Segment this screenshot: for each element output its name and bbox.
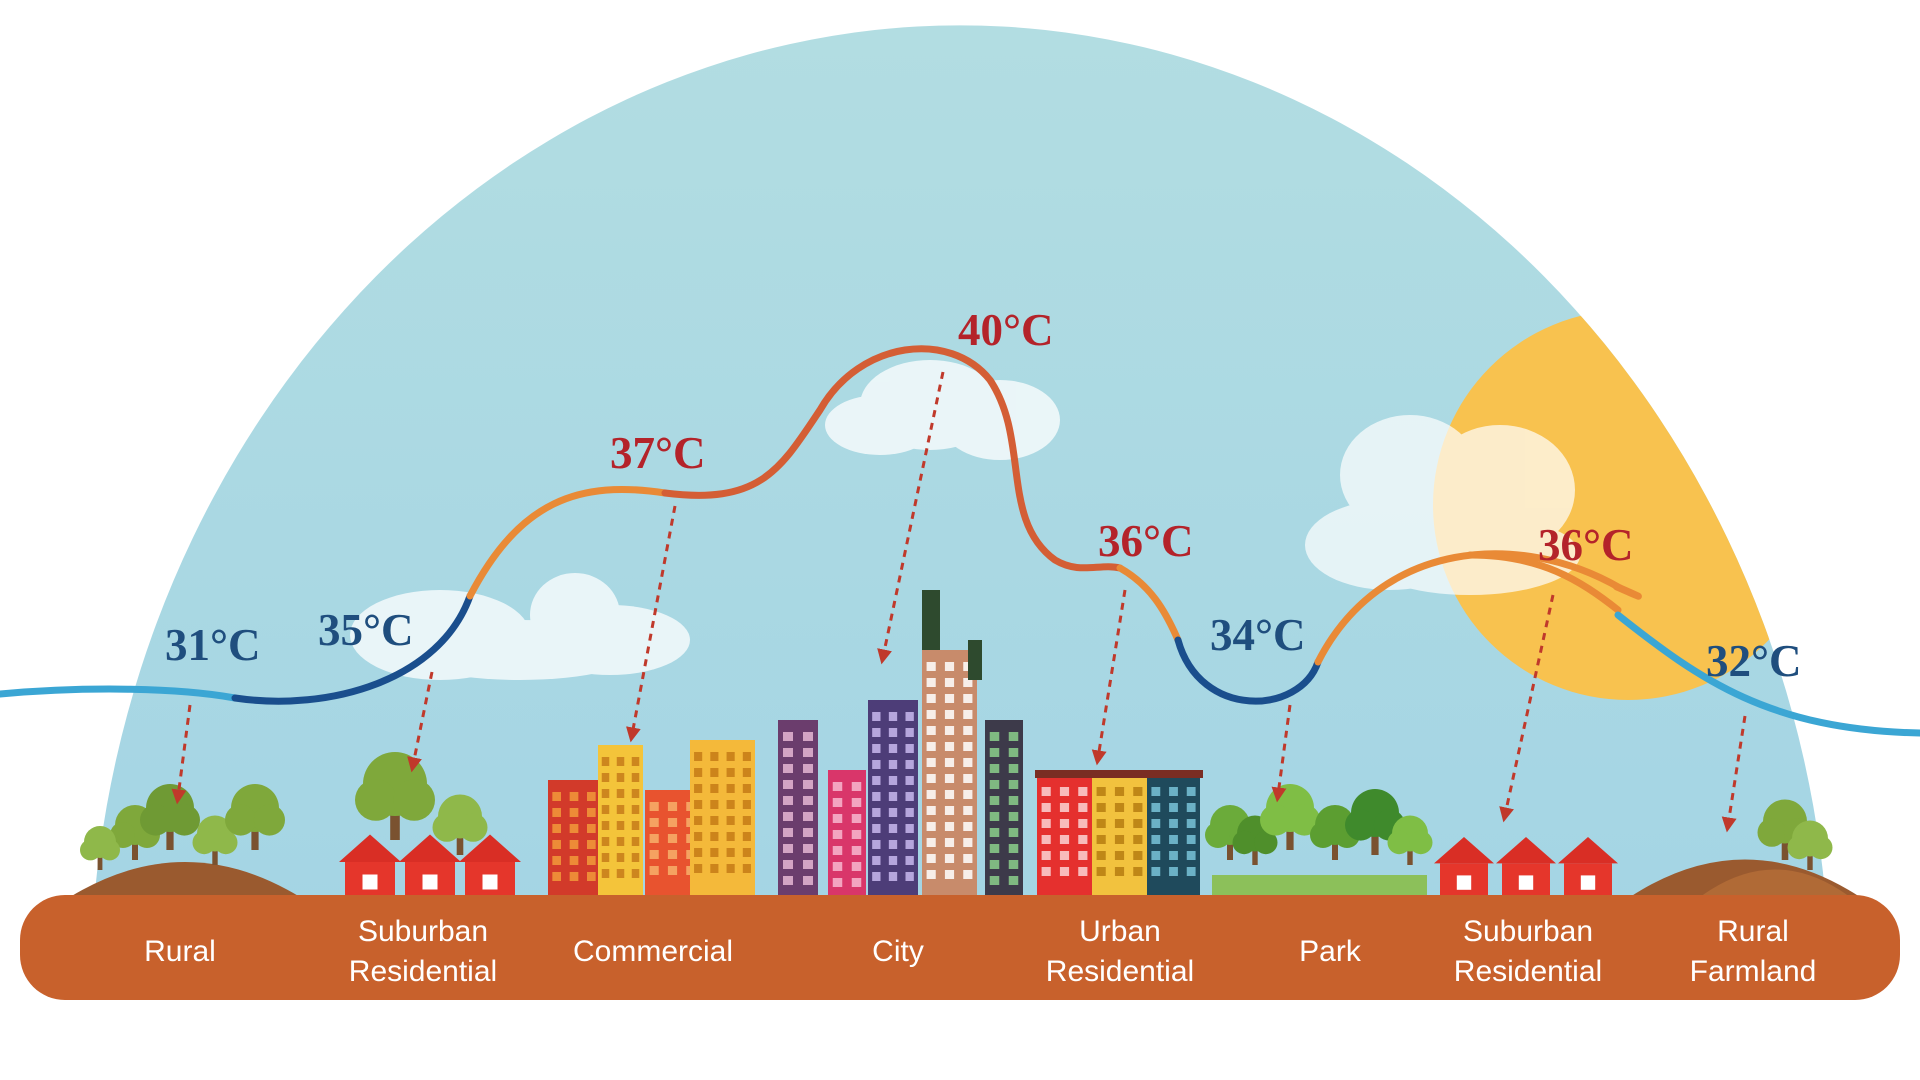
zone-commercial: Commercial (573, 935, 733, 968)
cloud-icon (825, 360, 1060, 460)
curve-segment-cold-left (0, 685, 239, 702)
cloud-icon (350, 573, 690, 680)
curve-segment-cool-right (1174, 636, 1322, 705)
zone-label-suburban-residential-2-line-2: Residential (1454, 955, 1602, 988)
tree-icon (432, 794, 488, 855)
building-icon (985, 720, 1023, 897)
arrow-suburban-residential (407, 671, 434, 773)
temperature-label-park: 34°C (1210, 610, 1306, 660)
temperature-label-city: 40°C (958, 305, 1054, 355)
ground-band (20, 895, 1900, 1000)
arrow-suburban-residential-2 (1499, 594, 1555, 823)
hill-shape (70, 862, 300, 897)
tree-icon (1387, 815, 1433, 865)
zone-label-rural-farmland-line-2: Farmland (1690, 955, 1817, 988)
house-icon (1434, 837, 1494, 897)
zone-label-urban-residential-line-1: Urban (1079, 915, 1161, 948)
temperature-label-urban-residential: 36°C (1098, 516, 1194, 566)
arrow-rural (171, 704, 192, 805)
hill-shape (1700, 869, 1850, 897)
park-lawn (1212, 875, 1427, 897)
building-icon (922, 650, 977, 897)
curve-segment-warm-1 (466, 485, 669, 600)
tree-icon (192, 815, 238, 865)
building-icon (598, 745, 643, 897)
building-icon (690, 740, 755, 897)
curve-segment-warm-4 (1612, 583, 1642, 600)
house-icon (399, 834, 461, 897)
buildings-layer (70, 590, 1860, 897)
building-spire (922, 590, 940, 650)
building-spire (968, 640, 982, 680)
tree-icon (1787, 820, 1833, 870)
building-icon (1037, 775, 1092, 897)
building-icon (828, 770, 866, 897)
zone-park: Park (1299, 935, 1362, 968)
zone-label-suburban-residential-line-1: Suburban (358, 915, 488, 948)
building-icon (1092, 775, 1147, 897)
zone-city: City (872, 935, 924, 968)
building-icon (548, 780, 600, 897)
sky-dome (90, 25, 1830, 995)
zone-label-urban-residential-line-2: Residential (1046, 955, 1194, 988)
temperature-label-commercial: 37°C (610, 428, 706, 478)
arrow-park (1271, 704, 1292, 803)
building-icon (778, 720, 818, 897)
building-roof (1035, 770, 1203, 778)
zone-label-rural-farmland-line-1: Rural (1717, 915, 1789, 948)
curve-segment-cold-right (1614, 611, 1920, 737)
zone-label-suburban-residential-line-2: Residential (349, 955, 497, 988)
zone-rural: Rural (144, 935, 216, 968)
house-icon (1496, 837, 1556, 897)
curve-segment-cool-left (231, 592, 474, 705)
temperature-label-rural: 31°C (165, 620, 261, 670)
tree-icon (80, 826, 120, 870)
temperature-label-rural-farmland: 32°C (1706, 636, 1802, 686)
curve-segment-warm-3 (1314, 550, 1624, 666)
temperature-curve (0, 345, 1920, 737)
curve-segment-warm-2 (1116, 564, 1182, 644)
temperature-labels: 31°C 35°C 37°C 40°C 36°C 34°C 36°C 32°C (165, 305, 1802, 686)
curve-segment-hot (661, 345, 1124, 572)
house-icon (339, 834, 401, 897)
arrow-city (877, 371, 945, 665)
zone-label-suburban-residential-2-line-1: Suburban (1463, 915, 1593, 948)
zone-label-commercial-line-1: Commercial (573, 935, 733, 968)
zone-label-city-line-1: City (872, 935, 924, 968)
building-icon (868, 700, 918, 897)
building-icon (1147, 775, 1200, 897)
curve-segment-warm-5 (1466, 551, 1622, 614)
house-icon (459, 834, 521, 897)
house-icon (1558, 837, 1618, 897)
tree-icon (1260, 784, 1320, 850)
zone-label-park-line-1: Park (1299, 935, 1362, 968)
arrows-layer (171, 371, 1747, 833)
zone-label-rural-line-1: Rural (144, 935, 216, 968)
temperature-label-suburban-residential-2: 36°C (1538, 520, 1634, 570)
arrow-urban-residential (1091, 589, 1127, 766)
arrow-rural-farmland (1721, 715, 1747, 833)
tree-icon (225, 784, 285, 850)
temperature-label-suburban-residential: 35°C (318, 605, 414, 655)
